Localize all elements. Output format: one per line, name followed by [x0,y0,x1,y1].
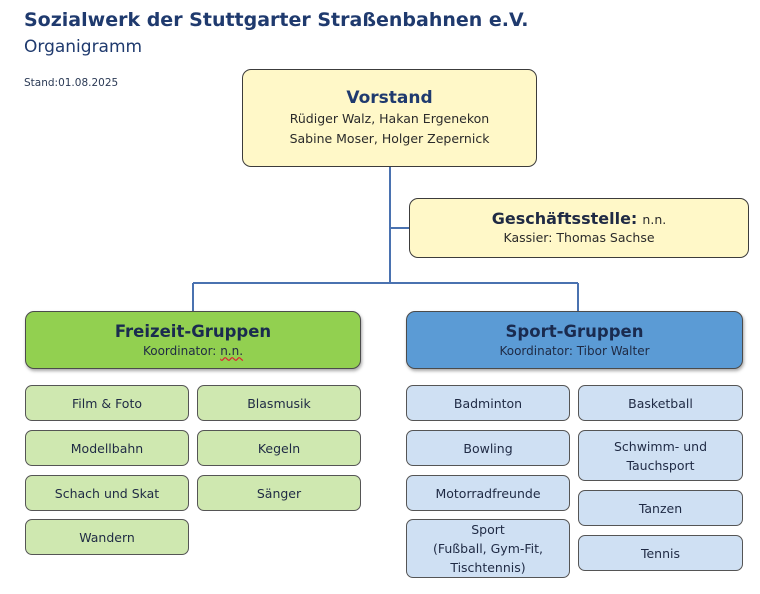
geschaeftsstelle-kassier: Kassier: Thomas Sachse [503,230,655,245]
freizeit-group-item: Film & Foto [25,385,189,421]
sport-coordinator-label: Koordinator: [499,343,573,358]
freizeit-group-item: Kegeln [197,430,361,466]
page-subtitle: Organigramm [24,37,143,57]
date-stamp: Stand:01.08.2025 [24,77,119,89]
sport-group-item: Tennis [578,535,743,571]
sport-group-item: Motorradfreunde [406,475,570,511]
freizeit-group-item: Schach und Skat [25,475,189,511]
freizeit-group-item: Modellbahn [25,430,189,466]
freizeit-gruppen-header: Freizeit-Gruppen Koordinator: n.n. [25,311,361,369]
group-label: Wandern [79,529,135,545]
freizeit-gruppen-title: Freizeit-Gruppen [114,321,272,341]
geschaeftsstelle-head: n.n. [642,212,667,227]
freizeit-coordinator-name: n.n. [220,343,244,358]
geschaeftsstelle-title: Geschäftsstelle: [491,209,638,228]
freizeit-group-item: Wandern [25,519,189,555]
group-label: Sport (Fußball, Gym-Fit, Tischtennis) [432,522,544,575]
group-label: Motorradfreunde [435,485,541,501]
freizeit-group-item: Blasmusik [197,385,361,421]
group-label: Basketball [628,395,693,411]
freizeit-group-item: Sänger [197,475,361,511]
sport-gruppen-header: Sport-Gruppen Koordinator: Tibor Walter [406,311,743,369]
group-label: Kegeln [257,440,301,456]
group-label: Tanzen [638,500,683,516]
page-title: Sozialwerk der Stuttgarter Straßenbahnen… [24,9,529,31]
sport-group-item: Basketball [578,385,743,421]
group-label: Schwimm- und Tauchsport [613,438,708,473]
group-label: Sänger [256,485,302,501]
group-label: Blasmusik [247,395,311,411]
geschaeftsstelle-box: Geschäftsstelle: n.n. Kassier: Thomas Sa… [409,198,749,258]
group-label: Bowling [463,440,513,456]
sport-group-item: Tanzen [578,490,743,526]
sport-group-item: Badminton [406,385,570,421]
vorstand-title: Vorstand [346,88,433,108]
group-label: Badminton [453,395,523,411]
group-label: Film & Foto [71,395,143,411]
sport-coordinator-name: Tibor Walter [576,343,650,358]
sport-group-item: Schwimm- und Tauchsport [578,430,743,481]
freizeit-coordinator-label: Koordinator: [142,343,217,358]
vorstand-members-line-1: Rüdiger Walz, Hakan Ergenekon [289,111,490,126]
sport-group-item: Sport (Fußball, Gym-Fit, Tischtennis) [406,519,570,578]
group-label: Tennis [640,545,681,561]
sport-gruppen-title: Sport-Gruppen [505,321,644,341]
sport-group-item: Bowling [406,430,570,466]
vorstand-box: Vorstand Rüdiger Walz, Hakan Ergenekon S… [242,69,537,167]
vorstand-members-line-2: Sabine Moser, Holger Zepernick [289,131,490,146]
group-label: Modellbahn [70,440,144,456]
group-label: Schach und Skat [54,485,160,501]
